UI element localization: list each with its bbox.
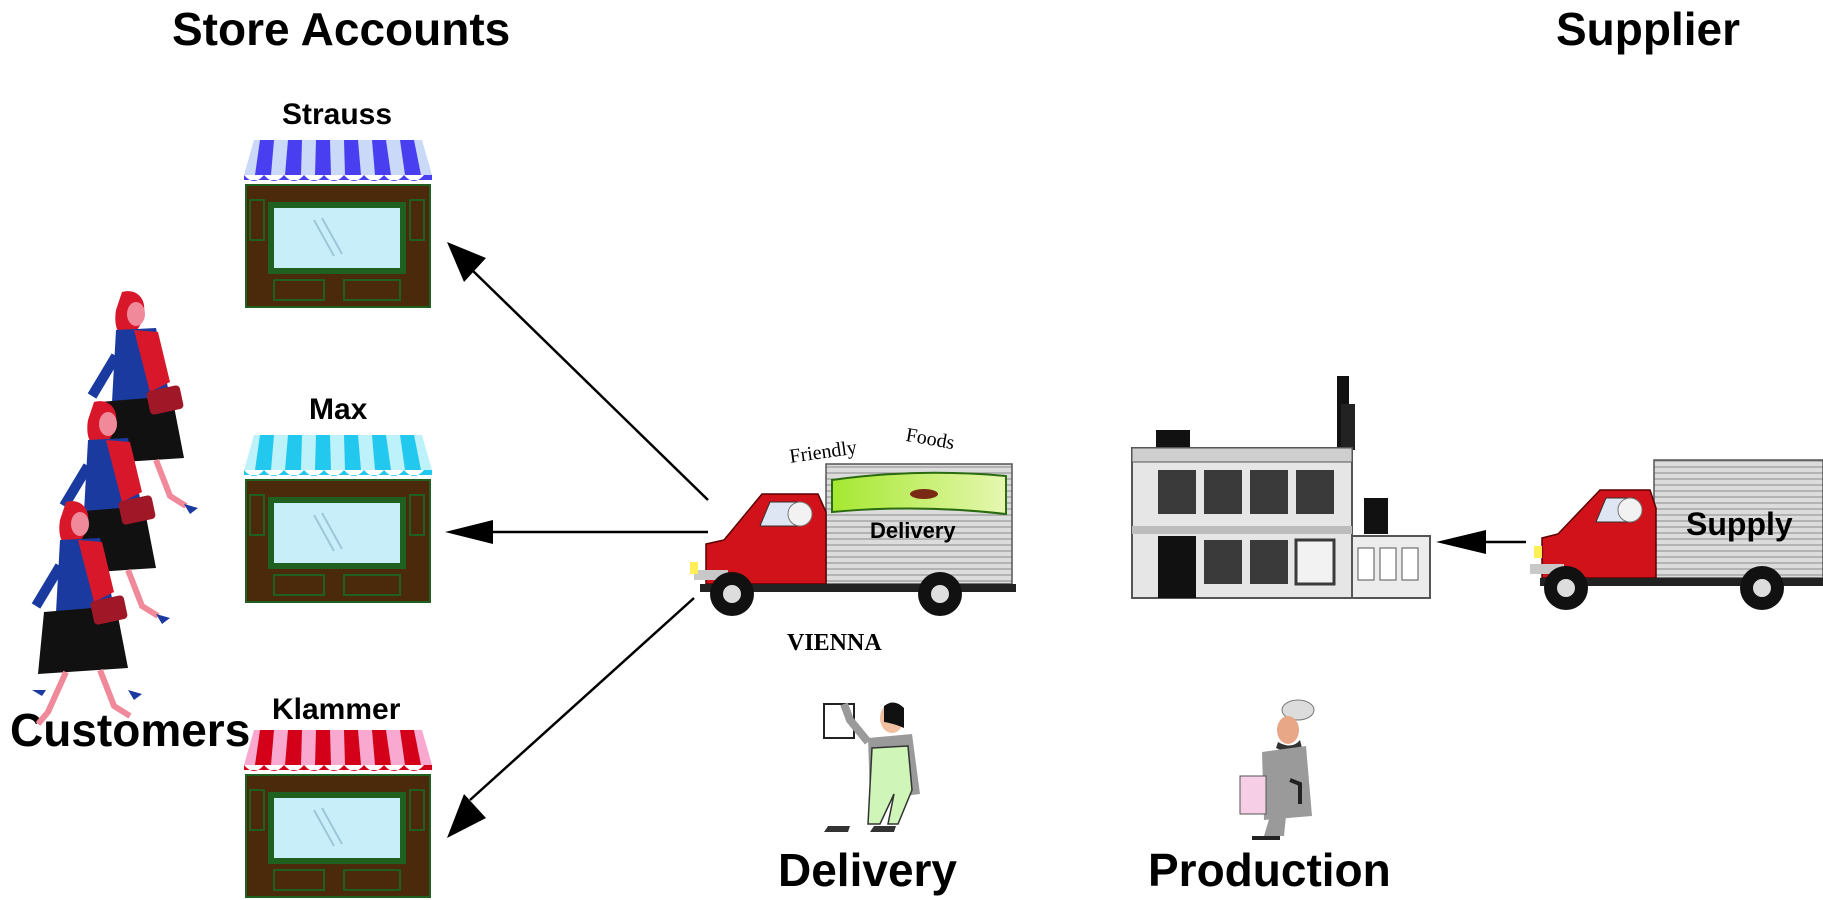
window-strauss: [274, 208, 400, 268]
supply-truck: [1530, 459, 1823, 610]
delivery-truck: [690, 463, 1016, 616]
supply-truck-box: [1653, 459, 1823, 579]
store-max-label: Max: [309, 393, 368, 426]
awning-klammer: [244, 730, 432, 771]
wheel: [918, 572, 962, 616]
arrow-supply-to-factory: [1436, 530, 1526, 554]
store-strauss-label: Strauss: [282, 98, 393, 131]
arrow-to-strauss: [447, 242, 709, 501]
arrow-to-max: [445, 520, 708, 544]
store-accounts-heading: Store Accounts: [172, 3, 511, 55]
production-chef-figure: [1239, 699, 1315, 840]
wheel: [1544, 566, 1588, 610]
store-klammer: [244, 730, 432, 898]
delivery-truck-label: Delivery: [870, 518, 956, 543]
wheel: [710, 572, 754, 616]
awning-max: [244, 435, 432, 476]
window-max: [274, 503, 400, 563]
store-max: [244, 435, 432, 603]
delivery-person-figure: [823, 702, 920, 832]
delivery-heading: Delivery: [778, 844, 958, 896]
arrow-to-klammer: [447, 597, 695, 838]
factory-building: [1131, 376, 1431, 599]
city-label: VIENNA: [787, 630, 882, 656]
awning-strauss: [244, 140, 432, 181]
supplier-heading: Supplier: [1556, 3, 1741, 55]
store-strauss: [244, 140, 432, 308]
production-heading: Production: [1148, 844, 1391, 896]
customers-figures: [31, 291, 198, 726]
window-klammer: [274, 798, 400, 858]
customer-figure: [31, 501, 142, 726]
wheel: [1740, 566, 1784, 610]
store-klammer-label: Klammer: [272, 693, 401, 726]
supply-truck-label: Supply: [1686, 506, 1793, 542]
factory-door: [1158, 536, 1196, 598]
